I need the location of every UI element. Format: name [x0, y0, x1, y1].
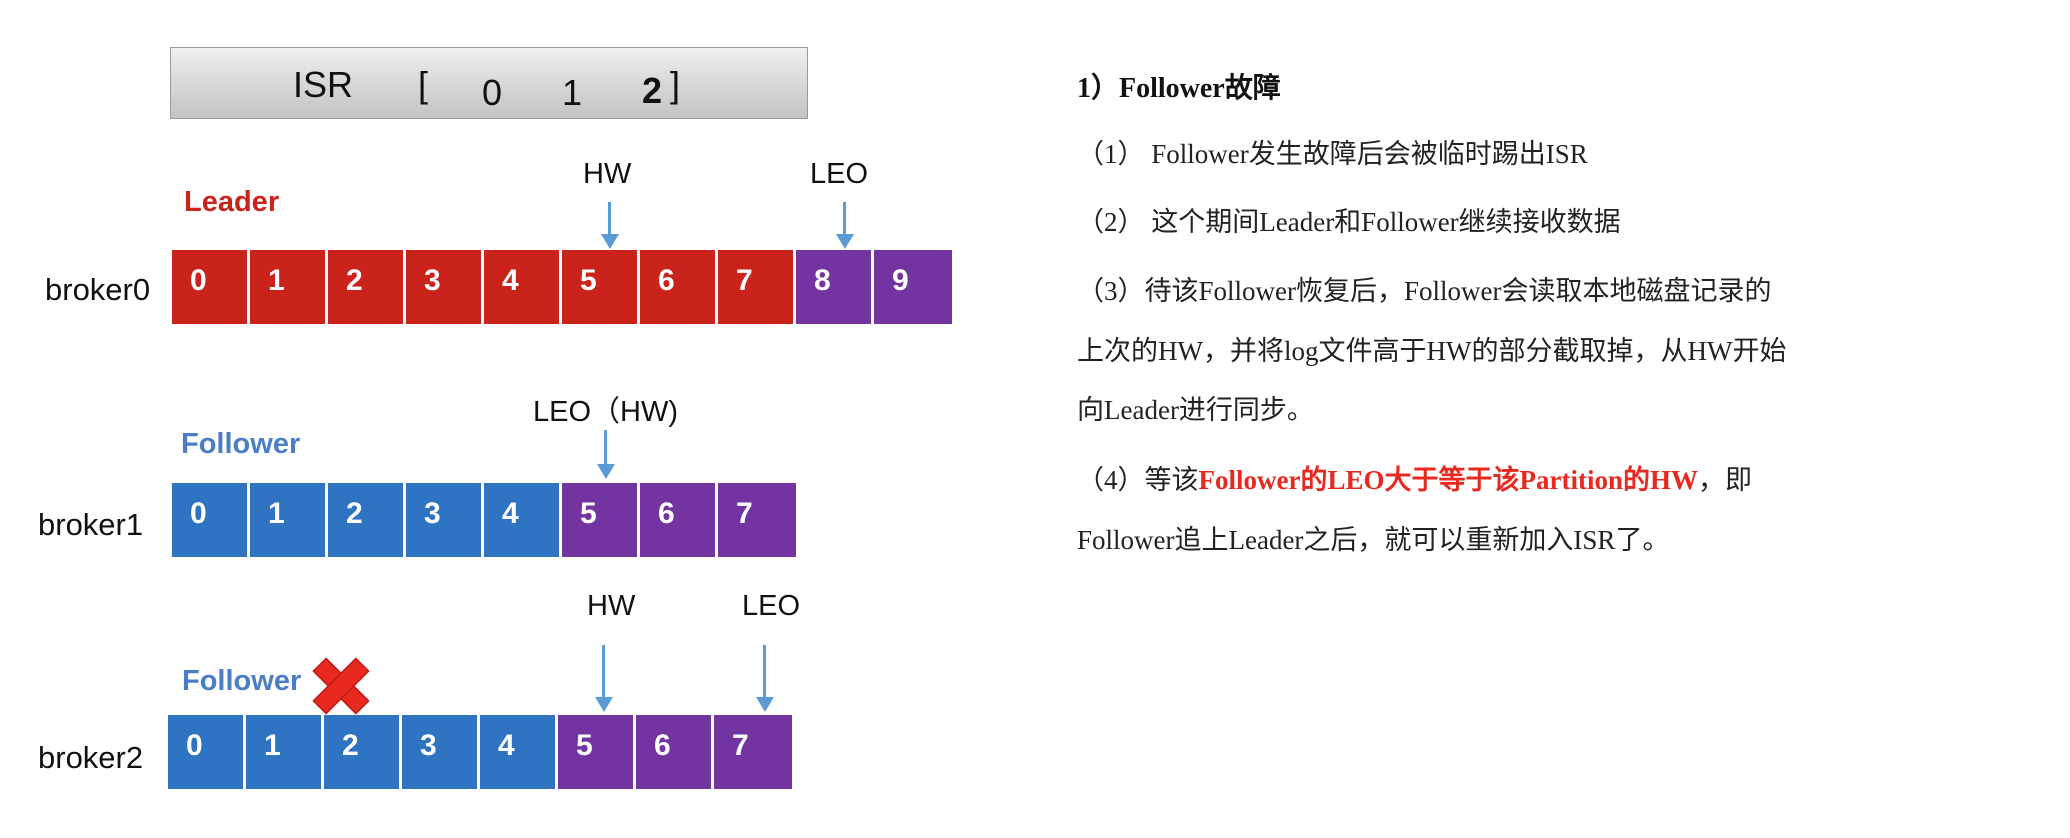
broker1-leo-arrow — [604, 430, 607, 464]
broker1-leo-hw-label: LEO（HW) — [533, 396, 679, 428]
paragraph-4-highlight: Follower的LEO大于等于该Partition的HW — [1198, 465, 1698, 495]
broker2-offset-7: 7 — [714, 715, 792, 789]
paragraph-1: （1） Follower发生故障后会被临时踢出ISR — [1077, 139, 1588, 169]
broker2-offset-0: 0 — [168, 715, 246, 789]
broker0-offset-7: 7 — [718, 250, 796, 324]
section-title: 1）Follower故障 — [1077, 73, 1281, 104]
broker1-offset-1: 1 — [250, 483, 328, 557]
broker2-name: broker2 — [38, 740, 144, 775]
broker0-leo-arrow-head — [836, 234, 854, 249]
broker1-offset-5: 5 — [562, 483, 640, 557]
broker0-leo-arrow — [843, 202, 846, 234]
paragraph-3-line-1: （3）待该Follower恢复后，Follower会读取本地磁盘记录的 — [1077, 276, 1772, 306]
paragraph-3-line-3: 向Leader进行同步。 — [1077, 395, 1314, 425]
broker0-offset-8: 8 — [796, 250, 874, 324]
broker1-offset-6: 6 — [640, 483, 718, 557]
broker1-name: broker1 — [38, 507, 144, 542]
broker2-hw-arrow — [602, 645, 605, 697]
broker0-offset-2: 2 — [328, 250, 406, 324]
broker2-offset-1: 1 — [246, 715, 324, 789]
broker0-offset-3: 3 — [406, 250, 484, 324]
broker0-offset-4: 4 — [484, 250, 562, 324]
broker2-leo-arrow-head — [756, 697, 774, 712]
broker0-name: broker0 — [45, 272, 151, 307]
broker1-offset-2: 2 — [328, 483, 406, 557]
broker1-offset-7: 7 — [718, 483, 796, 557]
paragraph-4-suffix: ，即 — [1697, 465, 1752, 495]
broker0-offset-5: 5 — [562, 250, 640, 324]
paragraph-4-line-2: Follower追上Leader之后，就可以重新加入ISR了。 — [1077, 525, 1670, 555]
crash-x-icon — [312, 657, 370, 715]
broker1-offset-4: 4 — [484, 483, 562, 557]
paragraph-2: （2） 这个期间Leader和Follower继续接收数据 — [1077, 207, 1621, 237]
broker0-offset-6: 6 — [640, 250, 718, 324]
broker2-offset-5: 5 — [558, 715, 636, 789]
broker2-leo-arrow — [763, 645, 766, 697]
broker0-log: 0 1 2 3 4 5 6 7 8 9 — [172, 250, 952, 324]
broker0-leo-label: LEO — [810, 158, 869, 190]
isr-label: ISR — [293, 64, 354, 105]
broker0-role: Leader — [184, 186, 280, 218]
broker2-offset-6: 6 — [636, 715, 714, 789]
broker2-offset-4: 4 — [480, 715, 558, 789]
paragraph-4-prefix: （4）等该 — [1077, 465, 1199, 495]
broker1-offset-0: 0 — [172, 483, 250, 557]
isr-replica-1: 1 — [562, 72, 583, 113]
broker2-hw-label: HW — [587, 590, 636, 622]
broker0-offset-9: 9 — [874, 250, 952, 324]
isr-replica-2: 2 — [642, 70, 663, 111]
broker0-hw-label: HW — [583, 158, 632, 190]
broker2-offset-2: 2 — [324, 715, 402, 789]
broker1-log: 0 1 2 3 4 5 6 7 — [172, 483, 796, 557]
broker2-hw-arrow-head — [595, 697, 613, 712]
broker2-offset-3: 3 — [402, 715, 480, 789]
isr-replica-0: 0 — [482, 72, 503, 113]
paragraph-4-line-1: （4）等该Follower的LEO大于等于该Partition的HW，即 — [1077, 458, 1752, 497]
isr-bar — [170, 47, 808, 119]
isr-open-bracket: [ — [418, 64, 429, 105]
broker2-leo-label: LEO — [742, 590, 801, 622]
paragraph-3-line-2: 上次的HW，并将log文件高于HW的部分截取掉，从HW开始 — [1077, 336, 1787, 366]
broker0-hw-arrow — [608, 202, 611, 234]
broker2-log: 0 1 2 3 4 5 6 7 — [168, 715, 792, 789]
broker0-hw-arrow-head — [601, 234, 619, 249]
broker2-role: Follower — [182, 665, 302, 697]
broker0-offset-1: 1 — [250, 250, 328, 324]
broker1-role: Follower — [181, 428, 301, 460]
broker1-offset-3: 3 — [406, 483, 484, 557]
broker1-leo-arrow-head — [597, 464, 615, 479]
isr-close-bracket: ] — [670, 64, 681, 105]
broker0-offset-0: 0 — [172, 250, 250, 324]
